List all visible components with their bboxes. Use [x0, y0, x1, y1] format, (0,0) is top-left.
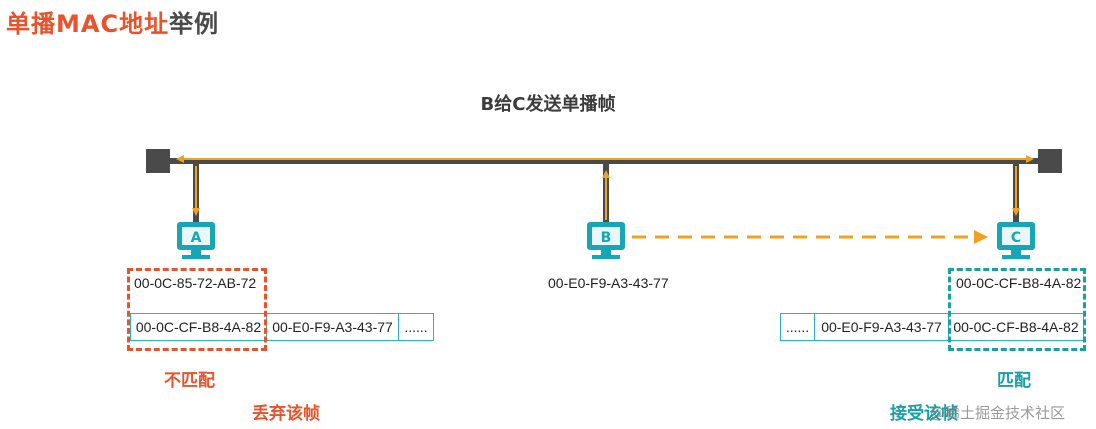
watermark: @稀土掘金技术社区 [930, 404, 1066, 422]
match-highlight-box [948, 268, 1086, 351]
host-c-mac: 00-0C-CF-B8-4A-82 [956, 275, 1082, 291]
host-b-letter: B [601, 230, 612, 246]
computer-b-icon: B [587, 222, 625, 259]
accept-frame-label: 接受该帧 [890, 404, 958, 424]
frame-a-ellipsis: ...... [404, 319, 428, 335]
computer-c-icon: C [997, 222, 1035, 259]
host-a-mac: 00-0C-85-72-AB-72 [134, 275, 257, 291]
title-rest: 举例 [169, 10, 220, 38]
diagram-caption: B给C发送单播帧 [480, 94, 616, 115]
bus-terminator-right [1038, 149, 1062, 173]
frame-a-src-mac: 00-E0-F9-A3-43-77 [267, 314, 399, 340]
mismatch-label: 不匹配 [164, 371, 215, 391]
discard-frame-label: 丢弃该帧 [252, 404, 320, 424]
mismatch-highlight-box [127, 268, 267, 351]
frame-c-dst-mac: 00-0C-CF-B8-4A-82 [953, 319, 1079, 335]
computer-a-icon: A [177, 222, 215, 259]
host-c-letter: C [1011, 230, 1021, 246]
title-accent: 单播MAC地址 [6, 10, 170, 38]
bus-terminator-left [146, 149, 170, 173]
page-title: 单播MAC地址举例 [6, 4, 219, 39]
frame-c-ellipsis: ...... [781, 314, 815, 340]
host-b-mac: 00-E0-F9-A3-43-77 [548, 275, 669, 291]
shared-bus [146, 149, 1062, 173]
frame-c-src-mac: 00-E0-F9-A3-43-77 [815, 314, 949, 340]
match-label: 匹配 [997, 371, 1031, 391]
host-a-letter: A [191, 230, 202, 246]
